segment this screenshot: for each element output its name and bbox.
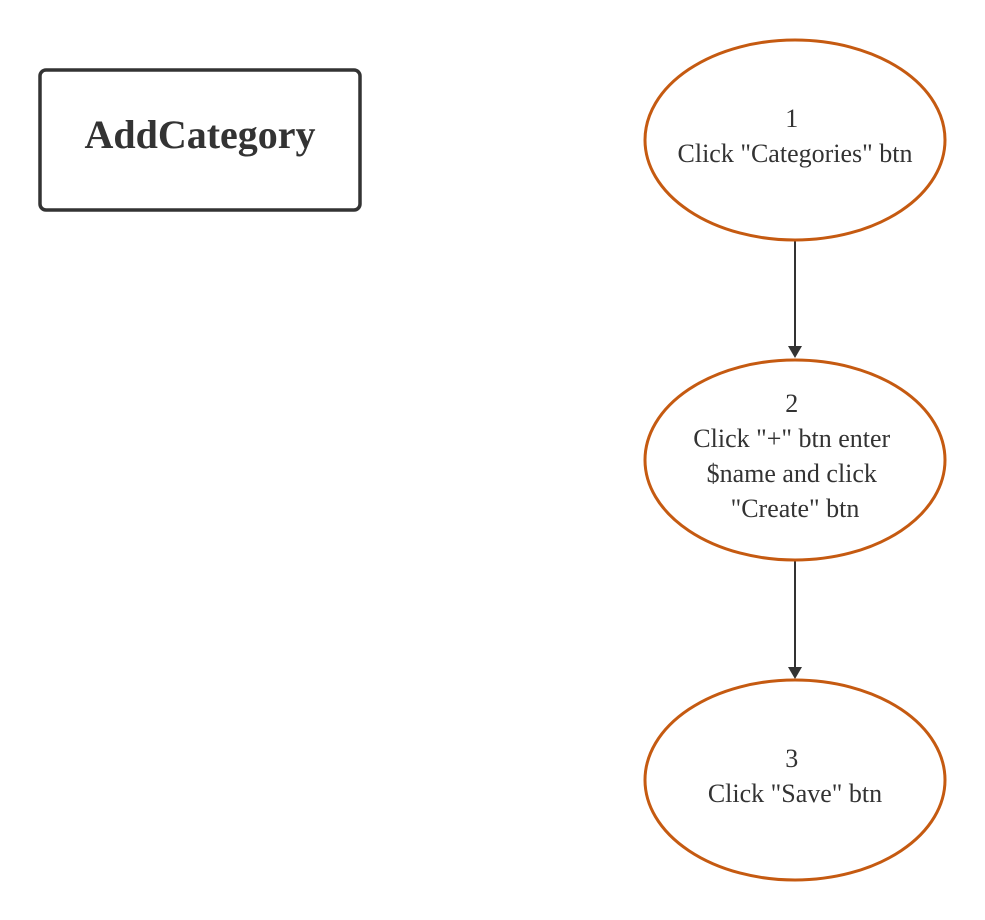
node-step-2-shape xyxy=(643,358,947,562)
title-box-frame xyxy=(38,68,362,212)
node-step-1-shape xyxy=(643,38,947,242)
node-step-3-line: Click "Save" btn xyxy=(708,779,882,808)
node-step-2-line: $name and click xyxy=(707,459,877,488)
node-step-2-line: 2 xyxy=(785,389,798,418)
node-step-1-line: 1 xyxy=(785,104,798,133)
node-step-3-shape xyxy=(643,678,947,882)
title-box: AddCategory xyxy=(38,68,362,212)
diagram-title: AddCategory xyxy=(84,112,315,157)
node-step-3-line: 3 xyxy=(785,744,798,773)
node-step-2: 2 Click "+" btn enter $name and click "C… xyxy=(643,358,947,562)
node-step-2-line: "Create" btn xyxy=(731,494,860,523)
node-step-2-line: Click "+" btn enter xyxy=(693,424,890,453)
node-step-3: 3 Click "Save" btn xyxy=(643,678,947,882)
node-step-1-label: 1 Click "Categories" btn xyxy=(678,104,913,168)
node-step-3-label: 3 Click "Save" btn xyxy=(708,744,882,808)
node-step-1-line: Click "Categories" btn xyxy=(678,139,913,168)
node-step-2-label: 2 Click "+" btn enter $name and click "C… xyxy=(693,389,896,523)
node-step-1: 1 Click "Categories" btn xyxy=(643,38,947,242)
